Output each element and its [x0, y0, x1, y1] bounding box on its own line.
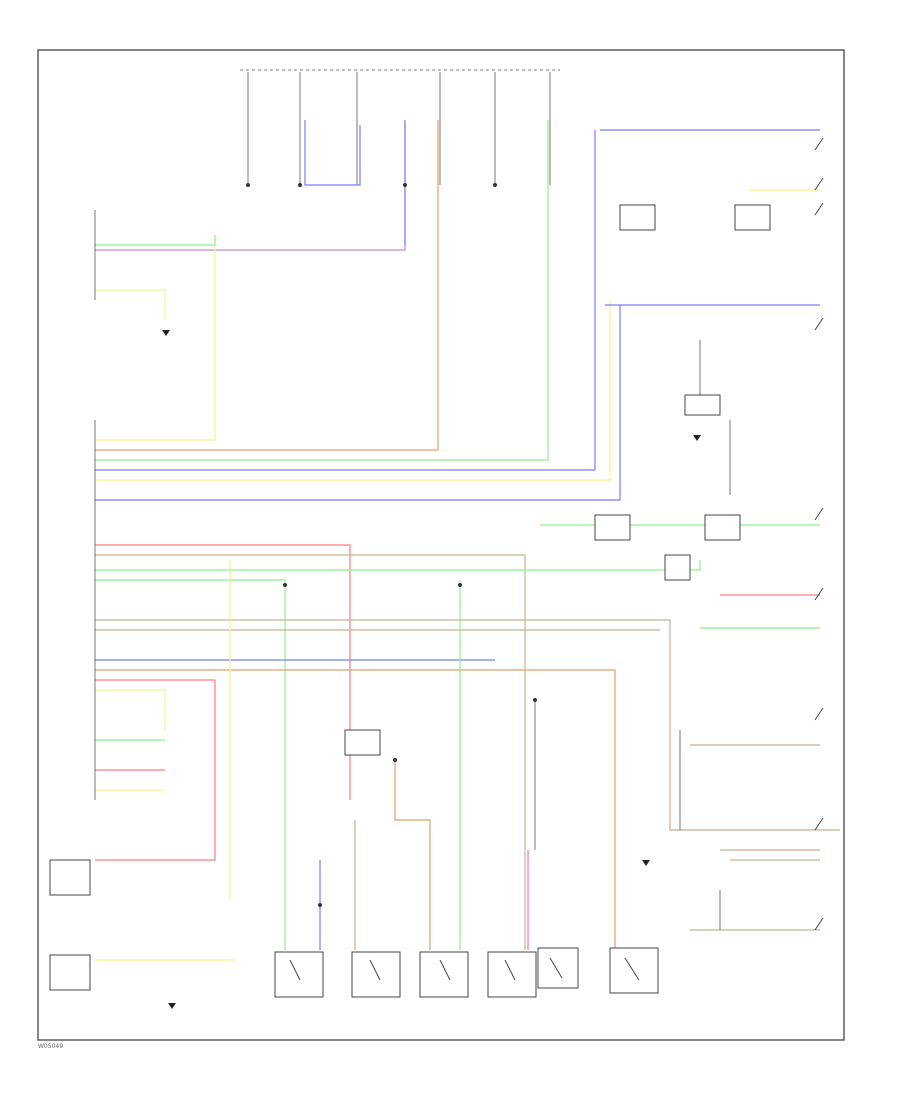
ground-icon [642, 860, 650, 866]
top-fuse-block [240, 69, 560, 185]
switch-box-left-2 [49, 859, 91, 896]
switch-icons [289, 137, 824, 981]
component-boxes [49, 204, 771, 998]
motor-box-3 [419, 951, 469, 998]
diagram-frame [37, 49, 845, 1041]
ground-icon [168, 1003, 176, 1009]
switch-box-left [49, 954, 91, 991]
switch-box-2 [609, 947, 659, 994]
ground-icon [693, 435, 701, 441]
relay-box-7 [344, 729, 381, 756]
motor-box-2 [351, 951, 401, 998]
switch-box-1 [537, 947, 579, 989]
connector-icons [246, 183, 537, 907]
relay-box-3 [594, 514, 631, 541]
relay-box-4 [704, 514, 741, 541]
relay-box-1 [619, 204, 656, 231]
relay-box-2 [734, 204, 771, 231]
ground-icons [162, 330, 701, 1009]
relay-box-5 [664, 554, 691, 581]
ground-lines [94, 210, 731, 930]
relay-box-6 [684, 394, 721, 416]
switch-icon [289, 957, 640, 981]
switch-icon-right [814, 137, 824, 931]
ground-icon [162, 330, 170, 336]
diagram-code: W05049 [38, 1043, 64, 1050]
wire-bundle [95, 120, 840, 961]
motor-box-1 [274, 951, 324, 998]
